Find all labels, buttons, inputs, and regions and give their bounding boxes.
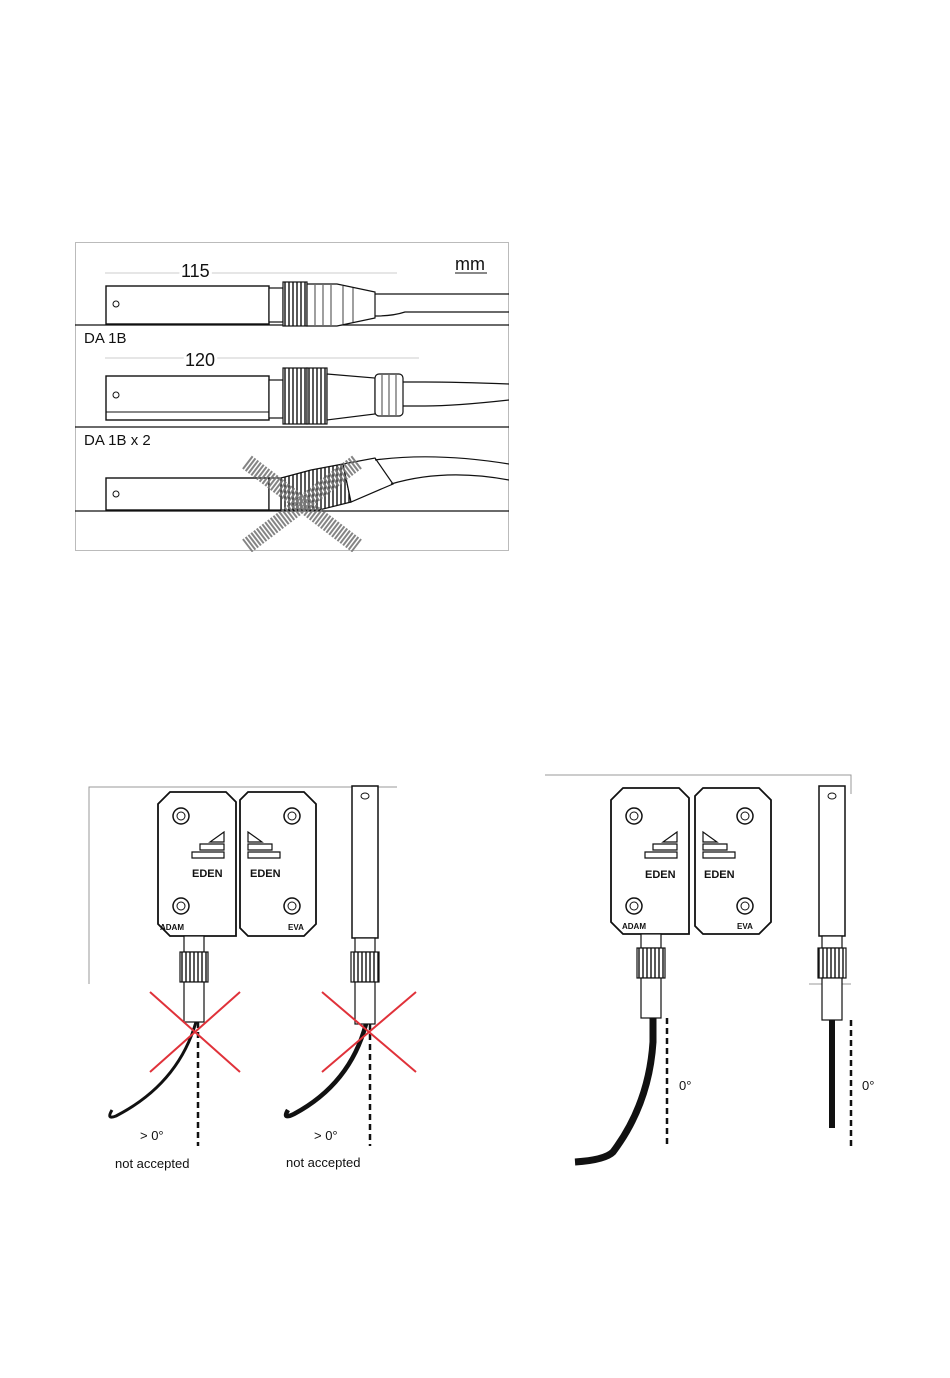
eva-sensor-body (240, 792, 316, 936)
eva-sensor-body (695, 788, 771, 934)
knurled-ring-2 (351, 952, 379, 982)
eva-brand: EDEN (704, 869, 735, 881)
knurled-ring-2 (818, 948, 846, 978)
angle-label-1: > 0° (140, 1128, 164, 1143)
knurled-ring-1 (180, 952, 208, 982)
knurled-ring-1 (637, 948, 665, 978)
dimension-120: 120 (185, 350, 215, 370)
knurled-ring-2b (307, 368, 327, 424)
bent-cable-2 (286, 1024, 366, 1116)
angle-label-2: 0° (862, 1078, 874, 1093)
cable-straight-accepted-diagram: EDEN ADAM EDEN EVA 0° 0° (545, 774, 885, 1174)
adam-sensor-body (158, 792, 236, 936)
adam-brand: EDEN (192, 868, 223, 880)
knurled-ring-2a (283, 368, 307, 424)
panel-outline (545, 775, 851, 794)
straight-cable-1 (575, 1018, 653, 1162)
status-label-2: not accepted (286, 1155, 360, 1170)
status-label-1: not accepted (115, 1156, 189, 1171)
adam-label: ADAM (622, 922, 646, 931)
sensor-body-2 (106, 376, 269, 420)
plug-body-2 (355, 982, 375, 1024)
connector-nut-1 (269, 288, 283, 322)
plug-body-2 (327, 374, 375, 420)
label-da1b: DA 1B (84, 330, 127, 347)
adam-sensor-body (611, 788, 689, 934)
label-da1b-x2: DA 1B x 2 (84, 432, 151, 449)
dimension-115: 115 (181, 261, 210, 281)
plug-body-1 (307, 284, 375, 326)
cable-bend-not-accepted-diagram: EDEN ADAM EDEN EVA > 0° not accepted > 0… (88, 784, 448, 1184)
eva-brand: EDEN (250, 868, 281, 880)
slim-sensor-body (352, 786, 378, 938)
connector-nut-2 (355, 938, 375, 952)
slim-sensor-body (819, 786, 845, 936)
eva-label: EVA (737, 922, 753, 931)
eva-label: EVA (288, 923, 304, 932)
connector-nut-2 (822, 936, 842, 948)
plug-body-2 (822, 978, 842, 1020)
adam-label: ADAM (160, 923, 184, 932)
angle-label-2: > 0° (314, 1128, 338, 1143)
connector-nut-1 (641, 934, 661, 948)
knurled-ring-1 (283, 282, 307, 326)
unit-label: mm (455, 254, 485, 274)
plug-body-1 (641, 978, 661, 1018)
sensor-body-1 (106, 286, 269, 324)
connector-nut-2 (269, 380, 283, 418)
sensor-body-3 (106, 478, 269, 510)
adam-brand: EDEN (645, 869, 676, 881)
connector-length-diagram: mm 115 DA 1B 120 DA 1B x 2 (75, 242, 509, 552)
angle-label-1: 0° (679, 1078, 691, 1093)
connector-nut-1 (184, 936, 204, 952)
plug-body-1 (184, 982, 204, 1022)
